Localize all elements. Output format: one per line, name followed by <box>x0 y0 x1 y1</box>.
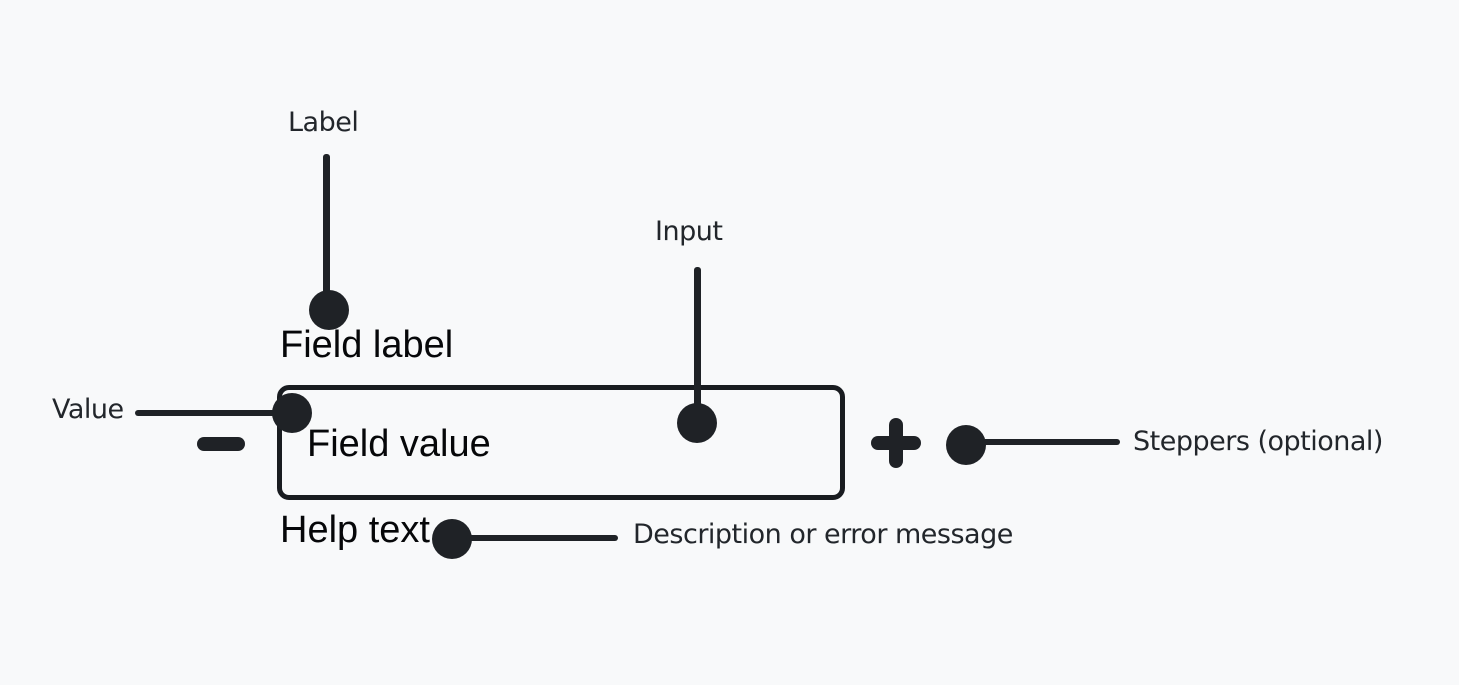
steppers-connector-line <box>982 439 1120 445</box>
input-field[interactable] <box>277 385 845 500</box>
input-connector-dot <box>677 403 717 443</box>
value-connector-dot <box>272 393 312 433</box>
minus-icon[interactable] <box>197 437 245 451</box>
plus-icon-vertical-bar <box>889 418 903 468</box>
field-label: Field label <box>280 324 454 366</box>
input-connector-line <box>694 267 701 407</box>
plus-icon[interactable] <box>871 418 921 468</box>
annotation-description: Description or error message <box>633 519 1013 550</box>
label-connector-dot <box>309 290 349 330</box>
value-connector-line <box>135 410 287 416</box>
annotation-steppers: Steppers (optional) <box>1133 426 1383 457</box>
annotation-value: Value <box>52 394 124 425</box>
help-connector-line <box>466 535 618 541</box>
help-connector-dot <box>432 519 472 559</box>
annotation-label: Label <box>288 107 359 138</box>
label-connector-line <box>323 154 330 299</box>
field-value: Field value <box>307 423 491 465</box>
steppers-connector-dot <box>946 425 986 465</box>
annotation-input: Input <box>655 216 723 247</box>
help-text: Help text <box>280 509 430 551</box>
